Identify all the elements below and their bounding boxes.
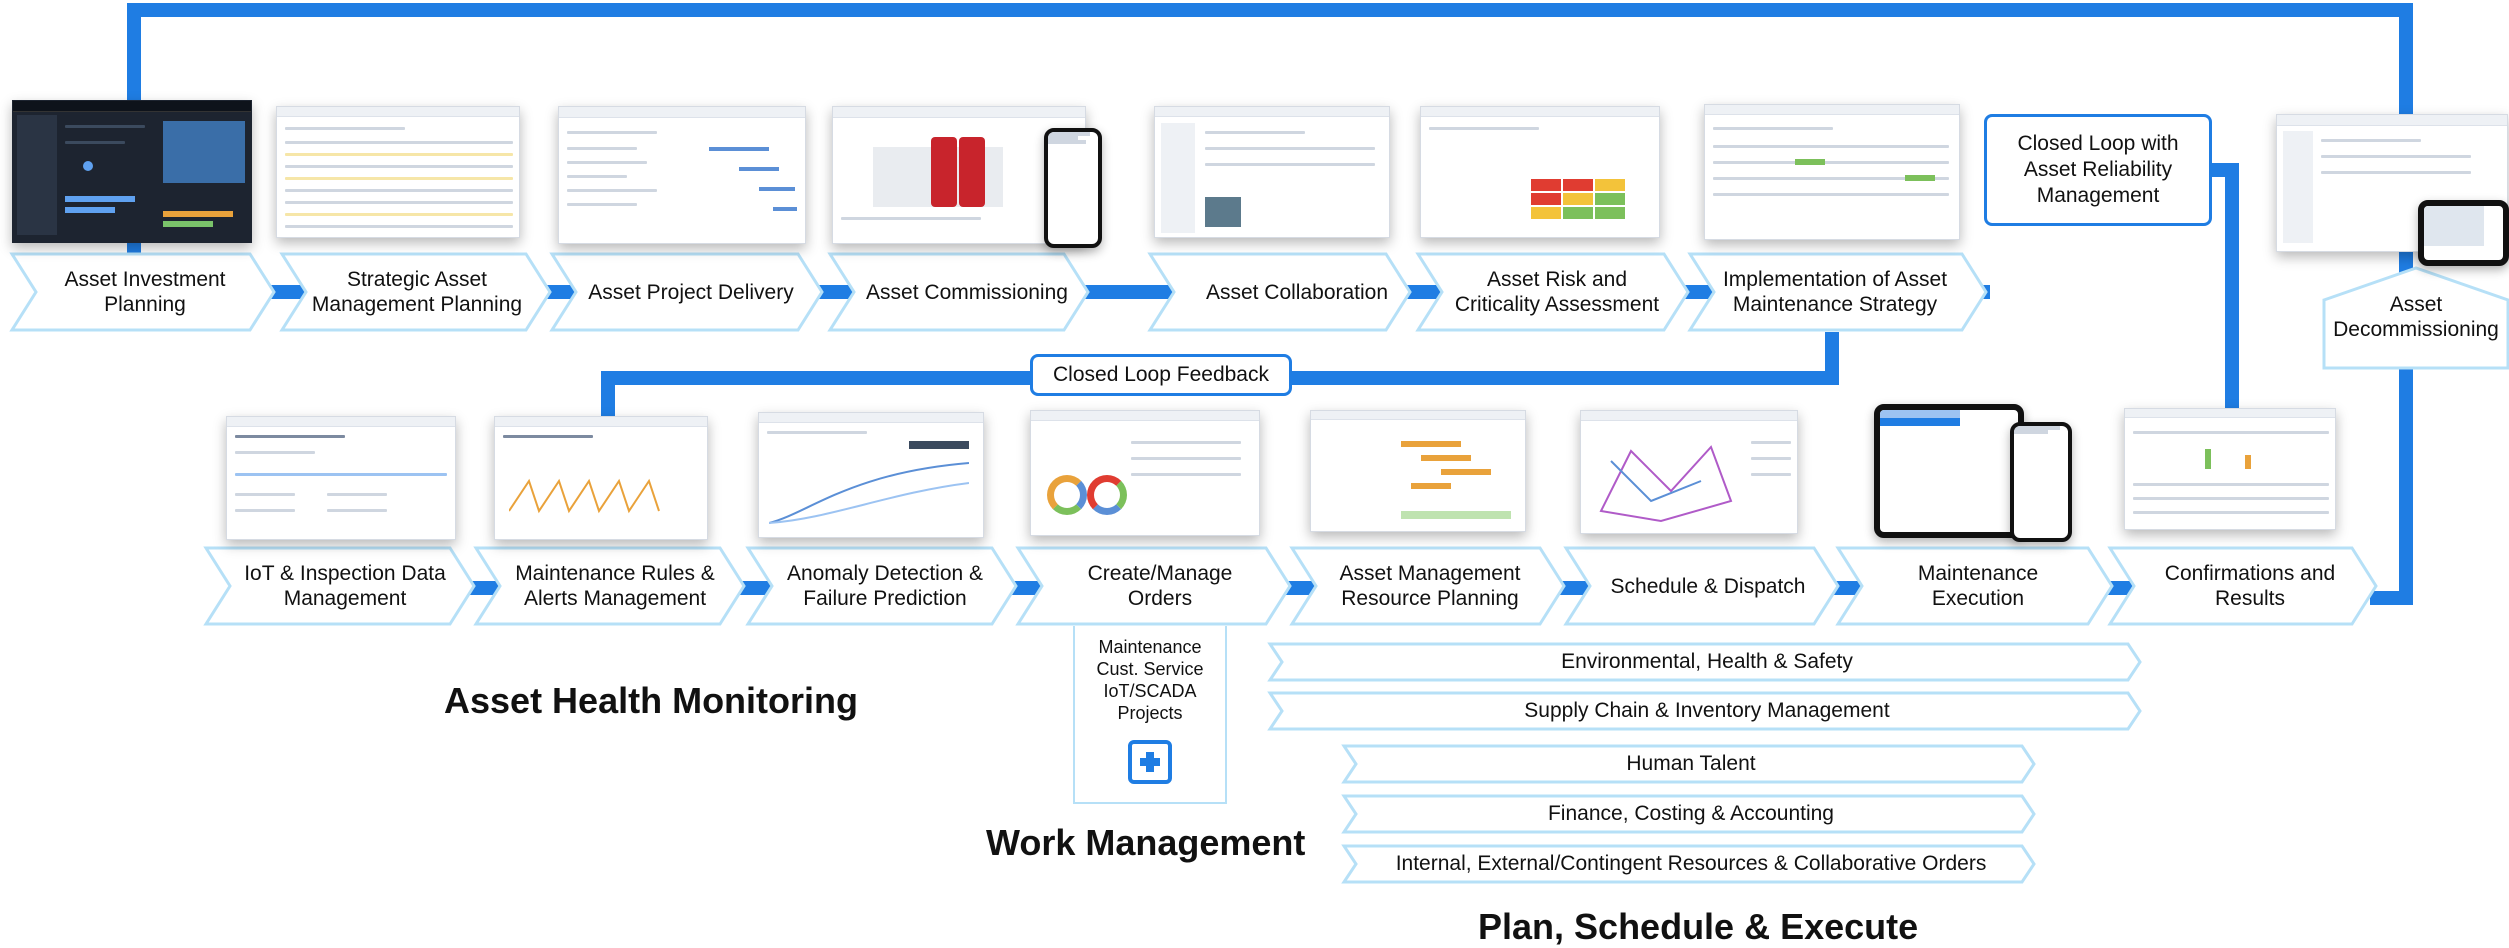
phase-asset-project-delivery: Asset Project Delivery: [588, 280, 794, 304]
chevron-bottom-0: [203, 546, 476, 626]
chevron-bottom-4: [1289, 546, 1566, 626]
phase-asset-risk-criticality-assessment: Asset Risk and Criticality Assessment: [1454, 268, 1660, 316]
flow-line-outer-loop: [127, 3, 2413, 605]
phase-strategic-asset-management-planning: Strategic Asset Management Planning: [311, 268, 523, 316]
screenshot-collaboration: [1154, 106, 1390, 238]
screenshot-investment-planning: [12, 100, 252, 243]
tablet-maintenance-execution: [1874, 404, 2024, 538]
chevron-bottom-5: [1563, 546, 1840, 626]
chevron-top-0: [9, 252, 276, 332]
plus-icon[interactable]: [1128, 740, 1172, 784]
section-title-work-management: Work Management: [986, 822, 1306, 863]
chevron-bottom-6: [1835, 546, 2114, 626]
band-finance: Finance, Costing & Accounting: [1547, 802, 1834, 825]
order-sources-panel: Maintenance Cust. Service IoT/SCADA Proj…: [1073, 626, 1227, 804]
phase-anomaly-detection: Anomaly Detection & Failure Prediction: [786, 562, 984, 610]
chevron-bottom-1: [473, 546, 746, 626]
phase-create-manage-orders: Create/Manage Orders: [1087, 562, 1233, 610]
chevron-top-5: [1415, 252, 1690, 332]
band-shape-ehs: [1267, 642, 2142, 682]
order-source-projects: Projects: [1117, 703, 1183, 723]
screenshot-manage-orders: [1030, 410, 1260, 536]
order-source-customer-service: Cust. Service: [1096, 659, 1204, 679]
chevron-top-1: [279, 252, 552, 332]
tablet-decommissioning: [2418, 200, 2509, 266]
chevron-decommissioning: [2322, 266, 2509, 370]
screenshot-schedule-dispatch: [1580, 410, 1798, 534]
screenshot-confirmations: [2124, 408, 2336, 530]
chevron-top-2: [549, 252, 824, 332]
screenshot-iot-inspection: [226, 416, 456, 540]
band-shape-finance: [1341, 794, 2036, 834]
section-title-health-monitoring: Asset Health Monitoring: [444, 680, 859, 721]
screenshot-commissioning: [832, 106, 1086, 244]
order-source-iot-scada: IoT/SCADA: [1103, 681, 1197, 701]
phone-maintenance-execution: [2010, 422, 2072, 542]
screenshot-maintenance-strategy: [1704, 104, 1960, 240]
screenshot-project-delivery: [558, 106, 806, 244]
phone-commissioning: [1044, 128, 1102, 248]
phase-asset-collaboration: Asset Collaboration: [1205, 280, 1389, 304]
screenshot-resource-planning: [1310, 410, 1526, 532]
band-supply-chain: Supply Chain & Inventory Management: [1524, 699, 1890, 722]
phase-asset-investment-planning: Asset Investment Planning: [64, 268, 226, 316]
chevron-bottom-7: [2107, 546, 2378, 626]
screenshot-maintenance-rules: [494, 416, 708, 540]
chevron-top-4: [1147, 252, 1412, 332]
order-source-maintenance: Maintenance: [1098, 637, 1202, 657]
band-shape-human-talent: [1341, 744, 2036, 784]
band-shape-resources: [1341, 844, 2036, 884]
section-title-plan-schedule-execute: Plan, Schedule & Execute: [1478, 906, 1919, 947]
chevron-bottom-3: [1015, 546, 1292, 626]
phase-asset-commissioning: Asset Commissioning: [866, 280, 1068, 304]
phase-confirmations-results: Confirmations and Results: [2164, 562, 2336, 610]
chevron-top-6: [1687, 252, 1988, 332]
screenshot-strategic-planning: [276, 106, 520, 238]
screenshot-anomaly-detection: [758, 412, 984, 538]
screenshot-risk-assessment: [1420, 106, 1660, 238]
callout-closed-loop-reliability: Closed Loop with Asset Reliability Manag…: [1984, 114, 2212, 226]
chevron-top-3: [827, 252, 1090, 332]
callout-closed-loop-feedback: Closed Loop Feedback: [1030, 354, 1292, 396]
band-ehs: Environmental, Health & Safety: [1561, 650, 1853, 673]
phase-iot-inspection-data: IoT & Inspection Data Management: [244, 562, 446, 610]
phase-resource-planning: Asset Management Resource Planning: [1339, 562, 1521, 610]
phase-asset-decommissioning: Asset Decommissioning: [2333, 293, 2499, 341]
phase-maintenance-strategy: Implementation of Asset Maintenance Stra…: [1722, 268, 1948, 316]
band-human-talent: Human Talent: [1626, 752, 1756, 775]
phase-maintenance-execution: Maintenance Execution: [1917, 562, 2039, 610]
band-shape-supply-chain: [1267, 691, 2142, 731]
chevron-bottom-2: [745, 546, 1018, 626]
band-resources-collaborative-orders: Internal, External/Contingent Resources …: [1395, 852, 1987, 875]
phase-maintenance-rules-alerts: Maintenance Rules & Alerts Management: [515, 562, 715, 610]
phase-schedule-dispatch: Schedule & Dispatch: [1610, 574, 1806, 598]
